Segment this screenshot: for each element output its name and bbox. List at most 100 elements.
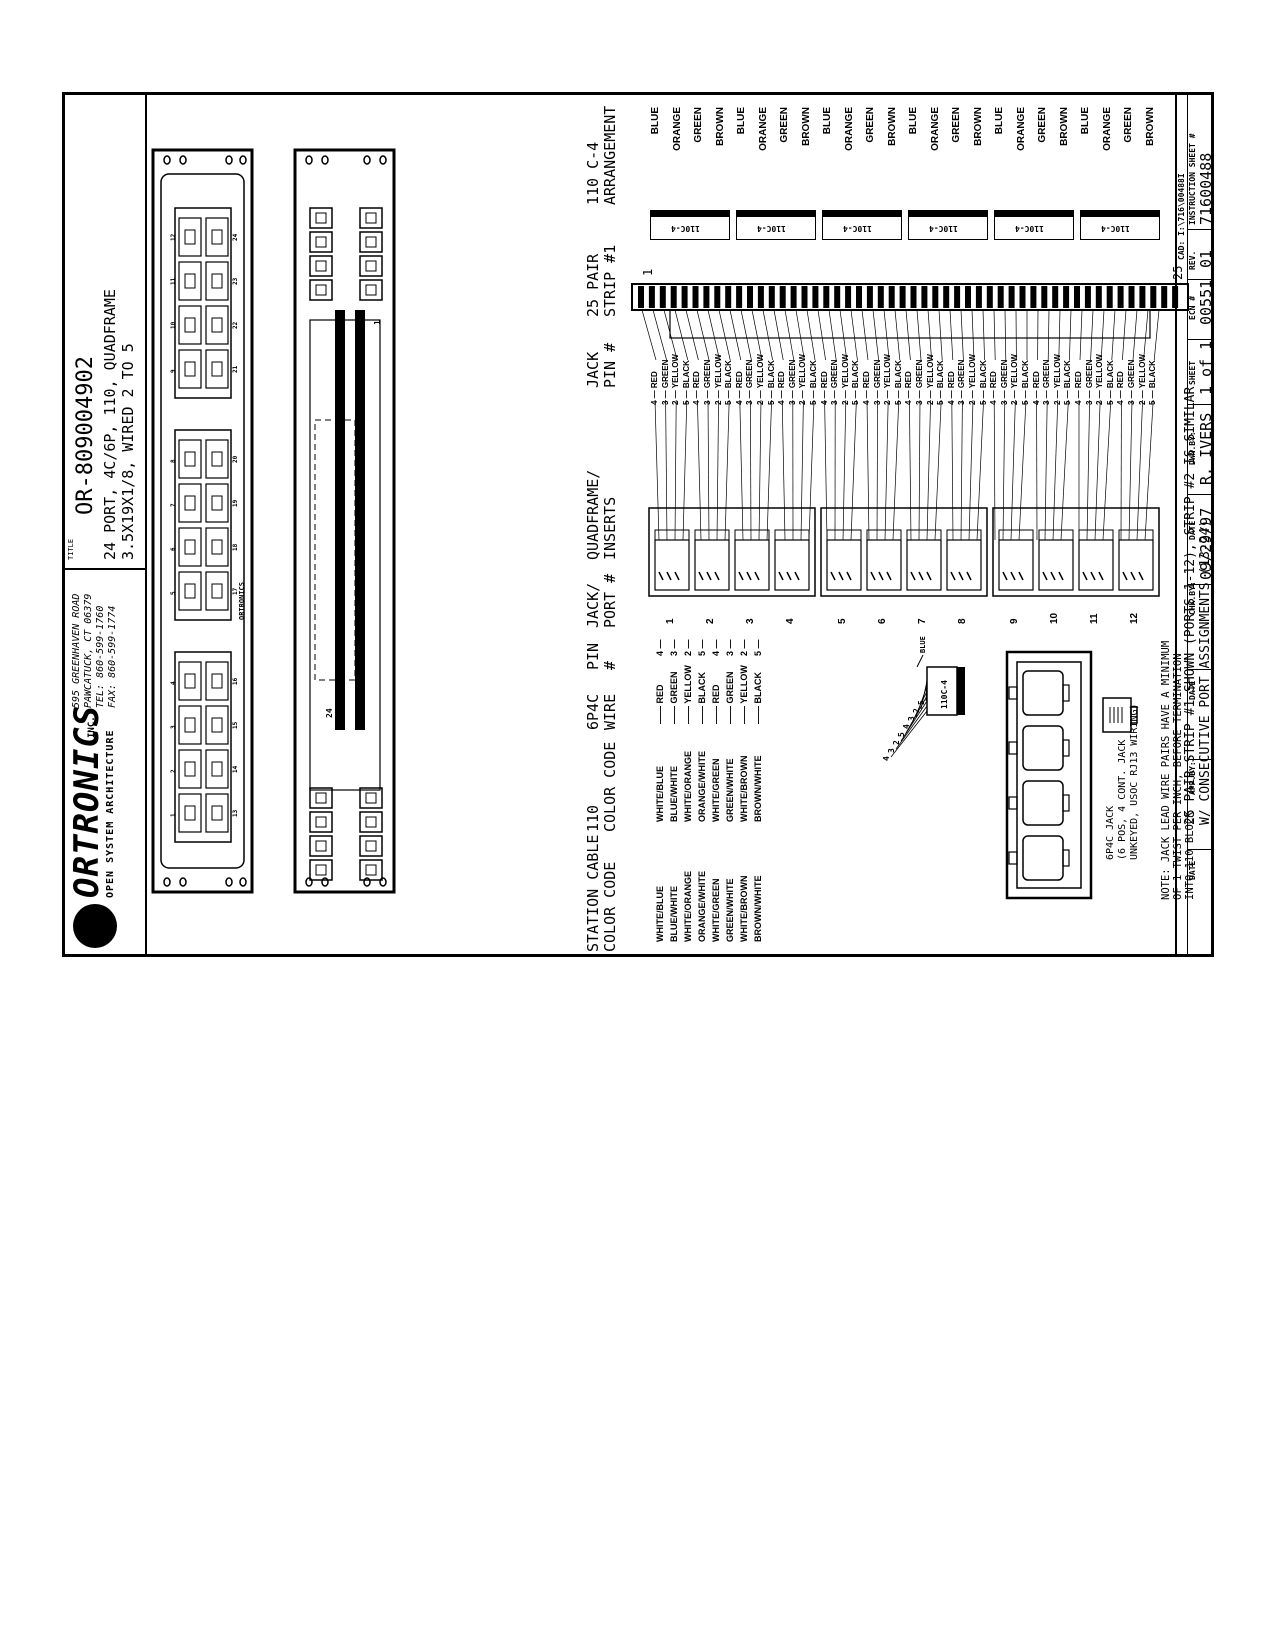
strip-wire xyxy=(905,309,911,360)
jack-opening-icon xyxy=(178,349,202,389)
port-number-label: 16 xyxy=(232,677,239,685)
rotated-drawing: ORTRONICS INC. OPEN SYSTEM ARCHITECTURE … xyxy=(65,95,1214,954)
insert-hatch xyxy=(754,571,760,581)
insert-hatch xyxy=(658,571,664,581)
block-teeth xyxy=(994,210,1074,216)
strip-contact xyxy=(1030,286,1037,308)
jack-contact-icon xyxy=(211,805,223,821)
jack-pin-color: YELLOW xyxy=(756,354,765,389)
rear-jack-contact xyxy=(365,212,377,224)
mounting-holes xyxy=(163,155,247,887)
arrangement-color-label: BLUE xyxy=(1080,107,1091,135)
insert-hatch xyxy=(1090,571,1096,581)
jack-pin-color: YELLOW xyxy=(883,354,893,389)
block-teeth xyxy=(1080,210,1160,216)
jack-contact-icon xyxy=(211,673,223,689)
station-color-cell: WHITE/GREEN xyxy=(711,878,721,942)
title-line-1: 24 PORT, 4C/6P, 110, QUADFRAME xyxy=(101,289,119,560)
rear-jack-module xyxy=(359,859,383,881)
fanout-wire xyxy=(707,400,710,540)
110-color-cell: GREEN/WHITE xyxy=(725,758,735,822)
rear-jack-module xyxy=(359,835,383,857)
insert-hatch xyxy=(706,571,712,581)
wire-cell: —— BLACK xyxy=(753,672,763,724)
strip-wire xyxy=(1058,309,1061,360)
fanout-wire xyxy=(739,400,744,540)
arrangement-color-label: BLUE xyxy=(908,107,919,135)
station-color-cell: GREEN/WHITE xyxy=(725,878,735,942)
fanout-wire xyxy=(1044,400,1048,540)
cad-path: CAD: I:\716\00488I xyxy=(1177,173,1186,260)
instruction-value: 71600488 xyxy=(1197,152,1214,225)
insert-latch xyxy=(734,529,770,541)
strip-contact xyxy=(648,286,655,308)
rj-opening-icon xyxy=(1022,670,1064,716)
insert-hatch xyxy=(1082,571,1088,581)
ortronics-logo-icon xyxy=(73,904,117,948)
insert-jack xyxy=(774,539,810,591)
insert-latch xyxy=(906,529,942,541)
jack-pin-entry: 5 — BLACK xyxy=(936,360,945,405)
port-number-label: 13 xyxy=(232,809,239,817)
jack-pin-color: YELLOW xyxy=(968,354,977,389)
arrangement-color-label: BLUE xyxy=(994,107,1005,135)
fanout-wire xyxy=(918,400,921,540)
jack-pin-entry: 5 — BLACK xyxy=(767,360,776,405)
arrangement-color-label: GREEN xyxy=(1123,107,1134,143)
strip-contact xyxy=(1161,286,1168,308)
jack-opening-icon xyxy=(205,483,229,523)
header-jack-port: JACK/PORT # xyxy=(584,573,619,628)
date3-label: DATE xyxy=(1188,860,1197,880)
port-number-label: 9 xyxy=(170,369,177,373)
insert-jack xyxy=(998,539,1034,591)
jack-pin-entry: 2 — YELLOW xyxy=(883,354,892,405)
insert-latch xyxy=(1118,529,1154,541)
jack-pin-color: GREEN xyxy=(745,359,755,389)
insert-hatch xyxy=(1018,571,1024,581)
insert-jack xyxy=(1118,539,1154,591)
strip-wire xyxy=(916,309,922,360)
fanout-wire xyxy=(993,400,996,540)
front-panel-face xyxy=(160,173,245,869)
jack-port-number: 10 xyxy=(1049,612,1060,624)
jack-pin-color: BLACK xyxy=(1063,360,1073,389)
jack-pin-color: BLACK xyxy=(1105,360,1115,389)
jack-opening-icon xyxy=(178,571,202,611)
fanout-wire xyxy=(1144,400,1154,540)
jack-contact-icon xyxy=(184,361,196,377)
header-divider xyxy=(65,568,145,570)
fanout-wire xyxy=(884,400,889,540)
chk-label: CHK.BY: xyxy=(1188,581,1197,615)
strip-wire xyxy=(674,309,689,360)
strip-wire xyxy=(883,309,890,360)
strip-wire xyxy=(784,309,795,360)
fanout-wire xyxy=(926,400,931,540)
strip-contact xyxy=(1019,286,1026,308)
rear-jack-contact xyxy=(365,864,377,876)
strip-wire xyxy=(652,309,667,360)
strip-contact xyxy=(1117,286,1124,308)
mini-wire xyxy=(900,700,928,742)
jack-pin-entry: 3 — GREEN xyxy=(830,360,839,405)
strip-contact xyxy=(638,286,644,308)
rear-jack-modules xyxy=(309,207,383,881)
port-number-label: 4 xyxy=(170,681,177,685)
jack-pin-entry: 3 — GREEN xyxy=(1127,360,1136,405)
jack-port-number: 5 xyxy=(837,618,848,624)
fanout-wire xyxy=(1060,400,1069,540)
arrangement-color-label: BLUE xyxy=(822,107,833,135)
strip-wire xyxy=(1079,309,1083,360)
jack-contact-icon xyxy=(211,229,223,245)
jack-module-front-view xyxy=(1005,650,1093,900)
fanout-wire xyxy=(850,400,857,540)
jack-pin-color: BLACK xyxy=(766,360,776,389)
jack-pin-entry: 3 — GREEN xyxy=(788,360,797,405)
date-label: DATE xyxy=(1188,520,1197,540)
jack-pin-color: RED xyxy=(946,371,956,389)
strip-contact xyxy=(703,286,710,308)
jack-pin-color: YELLOW xyxy=(671,354,681,389)
